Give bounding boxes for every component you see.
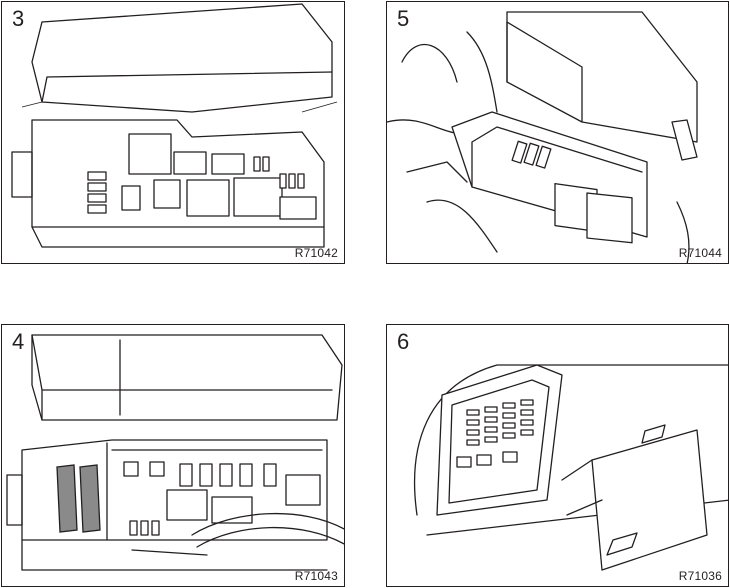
fuse-box-illustration: [2, 325, 345, 587]
fuse-box-illustration: [2, 2, 345, 264]
step-number: 5: [397, 6, 409, 32]
figure-code: R71043: [295, 569, 338, 583]
figure-code: R71044: [679, 246, 722, 260]
step-number: 3: [12, 6, 24, 32]
figure-step-5: 5 R71044: [386, 1, 729, 264]
step-number: 4: [12, 329, 24, 355]
fuse-box-illustration: [387, 325, 729, 587]
step-number: 6: [397, 329, 409, 355]
figure-code: R71036: [679, 569, 722, 583]
figure-code: R71042: [295, 246, 338, 260]
figure-step-4: 4 R71043: [1, 324, 345, 587]
figure-step-6: 6: [386, 324, 729, 587]
figure-step-3: 3 R71042: [1, 1, 345, 264]
fuse-box-illustration: [387, 2, 729, 264]
